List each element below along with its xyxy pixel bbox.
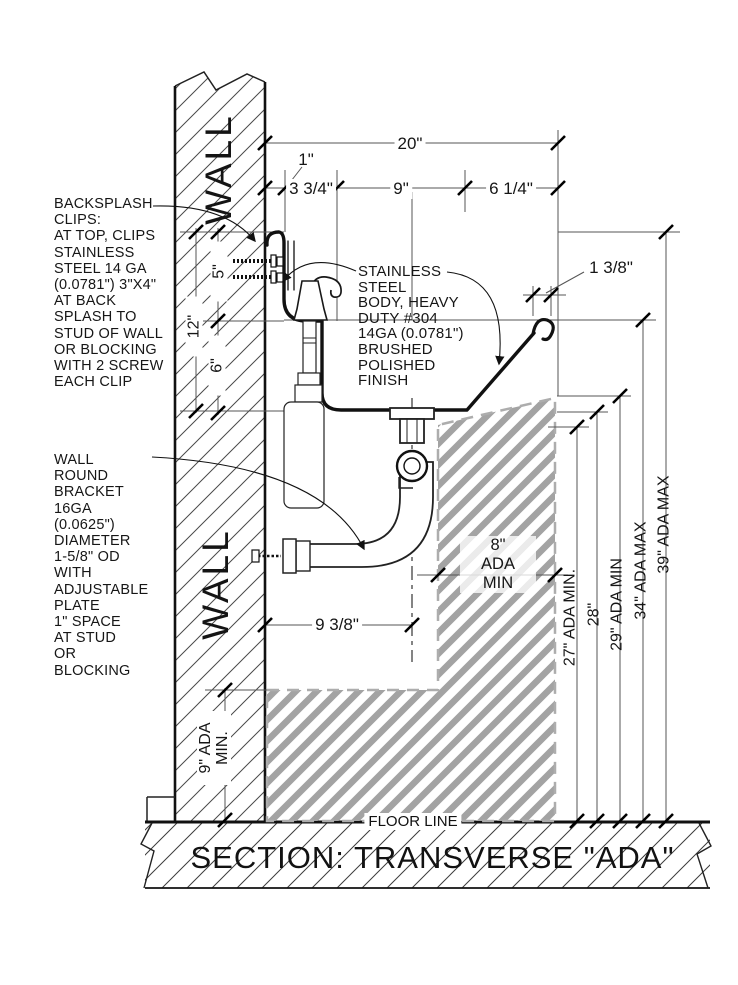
supply-stem [302,320,317,374]
bracket-leader [151,456,365,551]
dim-6in: 6" [208,335,226,396]
stop-valve [395,449,429,483]
drain-tailpiece [399,418,425,444]
dim-28in: 28" [585,602,603,627]
dim-1-3-8in: 1 3/8" [589,258,633,277]
waste-trap-piping [251,407,435,574]
floor-break-left [140,822,155,889]
dim-9in-ada-min: 9" ADA MIN. [197,711,231,785]
bubbler-assembly [283,276,342,509]
pipe-coupling [295,540,311,572]
leader-lines [151,205,505,551]
bubbler-spout [311,276,342,298]
note-backsplash-clips: BACKSPLASH CLIPS: AT TOP, CLIPS STAINLES… [54,196,164,391]
rim-curl [531,317,555,342]
dim-39in-ada-max: 39" ADA MAX [655,475,673,574]
dim-27in-ada-min: 27" ADA MIN. [561,568,579,667]
drain-flange [389,407,435,420]
wall-base-step [146,796,175,821]
dim-3-3-4in: 3 3/4" [286,179,336,199]
note-wall-bracket: WALL ROUND BRACKET 16GA (0.0625") DIAMET… [54,452,149,679]
dim-20in: 20" [394,134,426,154]
dim-9in: 9" [390,179,412,199]
wall-break-symbol [174,71,266,91]
body-spec-leader-right [446,271,505,366]
drawing-title: SECTION: TRANSVERSE "ADA" [190,840,675,875]
dim-29in-ada-min: 29" ADA MIN [608,558,626,651]
dim-12in: 12" [185,296,203,357]
clip-screws [233,254,284,284]
dim-8in-ada-min: 8" ADA MIN [460,536,536,593]
dim-1in: 1" [298,150,314,169]
floor-break-right [696,822,712,889]
dim-6-1-4in: 6 1/4" [486,179,536,199]
dim-5in: 5" [210,241,228,302]
backsplash-leader [152,205,256,243]
bubbler-body [292,280,329,321]
trap-pipe [296,461,434,568]
note-body-spec: STAINLESS STEEL BODY, HEAVY DUTY #304 14… [358,263,464,390]
dim-34in-ada-max: 34" ADA MAX [632,521,650,620]
backsplash-clip [287,240,295,291]
wall-flange [282,538,297,574]
floor-line-label: FLOOR LINE [364,813,462,830]
filter-cartridge [283,401,325,509]
body-spec-leader-left [282,261,357,283]
dim-9-3-8in: 9 3/8" [312,615,362,635]
ada-clearance-zone [265,396,557,823]
